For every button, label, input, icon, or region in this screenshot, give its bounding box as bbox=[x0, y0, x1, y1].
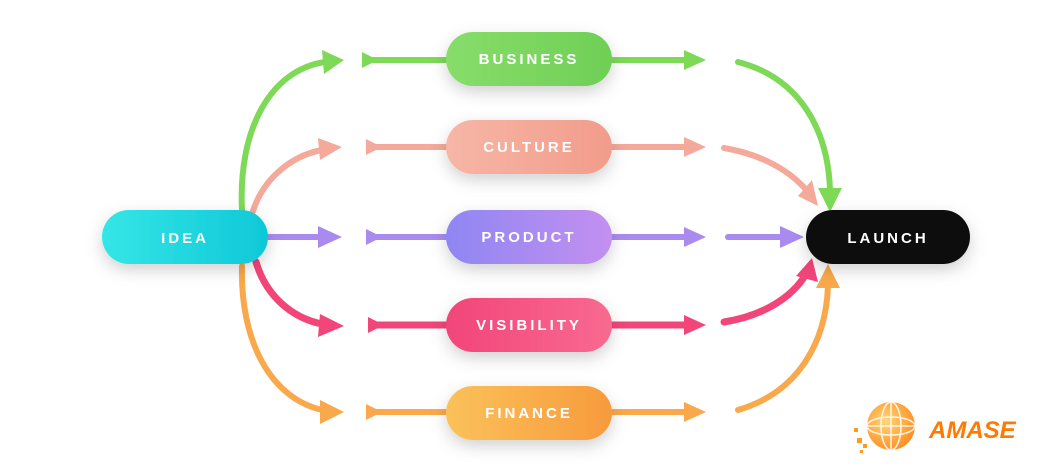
globe-icon bbox=[854, 401, 916, 453]
visibility-arrows bbox=[252, 258, 818, 337]
logo-text: AMASE bbox=[928, 417, 1017, 444]
finance-arrows bbox=[238, 263, 840, 424]
idea-label: IDEA bbox=[161, 230, 209, 247]
product-arrows bbox=[265, 226, 804, 248]
culture-arrows bbox=[249, 137, 818, 217]
visibility-node: VISIBILITY bbox=[446, 298, 612, 352]
culture-node: CULTURE bbox=[446, 120, 612, 174]
launch-label: LAUNCH bbox=[847, 230, 928, 247]
idea-node: IDEA bbox=[102, 210, 268, 264]
business-label: BUSINESS bbox=[479, 51, 580, 68]
launch-node: LAUNCH bbox=[806, 210, 970, 264]
finance-label: FINANCE bbox=[485, 405, 573, 422]
business-node: BUSINESS bbox=[446, 32, 612, 86]
business-arrows bbox=[238, 50, 842, 213]
culture-label: CULTURE bbox=[483, 139, 575, 156]
amase-logo: AMASE bbox=[854, 401, 1017, 453]
visibility-label: VISIBILITY bbox=[476, 317, 582, 334]
product-label: PRODUCT bbox=[481, 229, 576, 246]
finance-node: FINANCE bbox=[446, 386, 612, 440]
product-node: PRODUCT bbox=[446, 210, 612, 264]
